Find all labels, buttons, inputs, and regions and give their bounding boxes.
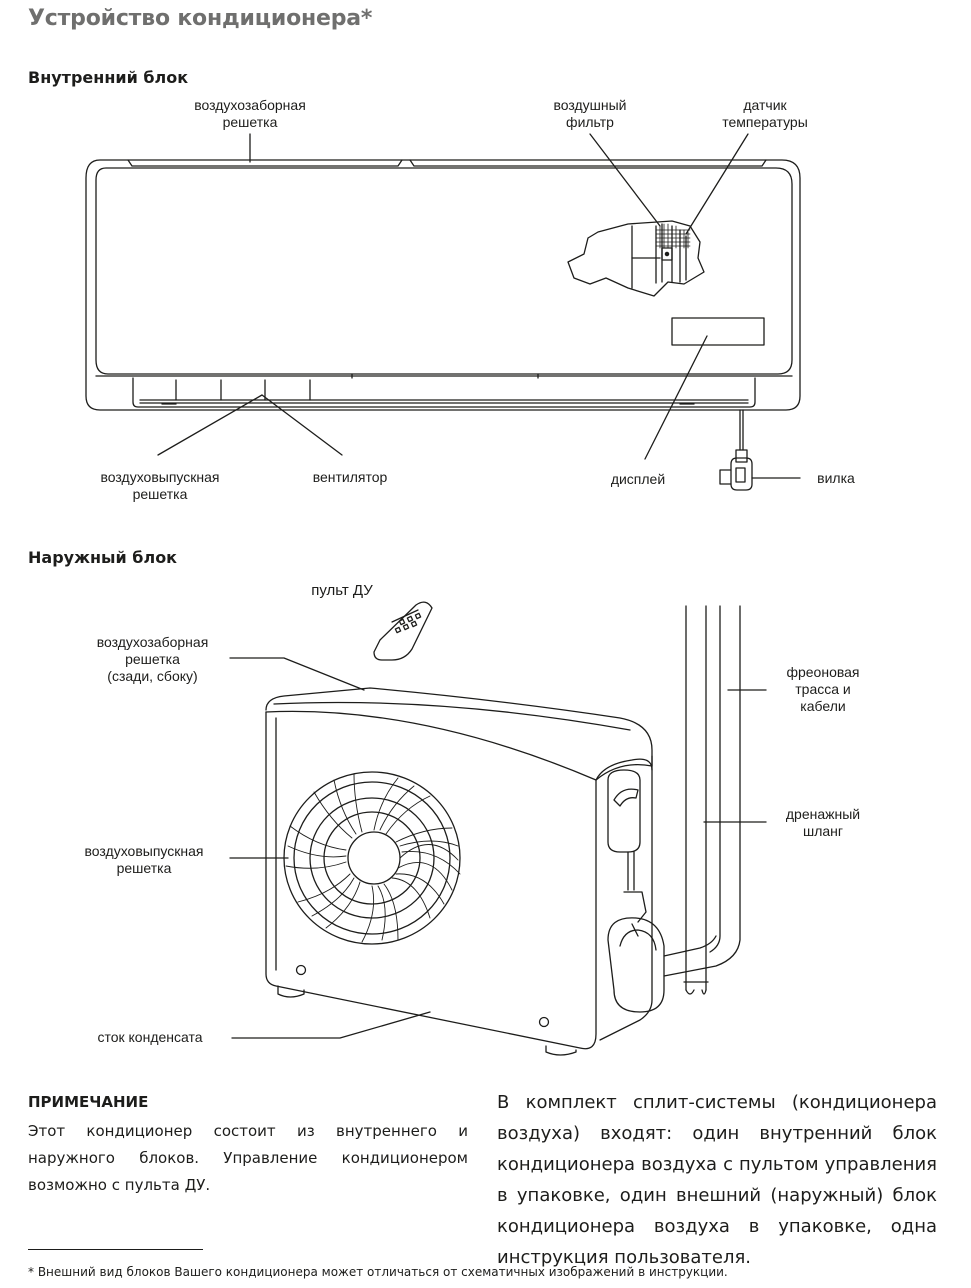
outdoor-unit-drawing (265, 601, 741, 1056)
label-plug: вилка (817, 470, 855, 486)
label-display: дисплей (610, 471, 666, 487)
note-heading: ПРИМЕЧАНИЕ (28, 1093, 149, 1111)
page-title: Устройство кондиционера* (28, 6, 373, 31)
outdoor-unit-heading: Наружный блок (28, 548, 178, 567)
indoor-unit-heading: Внутренний блок (28, 68, 189, 87)
label-fan: вентилятор (312, 469, 388, 485)
indoor-unit-drawing (85, 159, 801, 491)
note-text: Этот кондиционер состоит из внутреннего … (28, 1122, 468, 1194)
label-condensate-drain: сток конденсата (97, 1029, 203, 1045)
footnote: * Внешний вид блоков Вашего кондиционера… (28, 1265, 728, 1279)
fan-spokes (285, 773, 461, 943)
kit-contents-text: В комплект сплит-системы (кондиционера в… (497, 1092, 937, 1268)
footnote-divider (28, 1249, 203, 1250)
label-remote-control: пульт ДУ (311, 582, 373, 599)
